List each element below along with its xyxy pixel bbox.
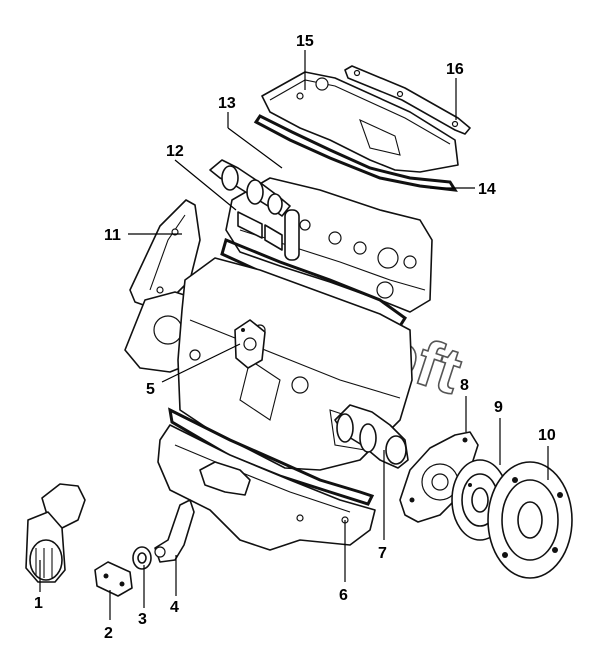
- callout-3: 3: [138, 611, 147, 628]
- callout-11: 11: [104, 227, 121, 244]
- callout-6: 6: [339, 587, 348, 604]
- part-15-valve-cover: [261, 71, 459, 173]
- callout-2: 2: [104, 625, 113, 642]
- leader-lines: [39, 50, 549, 620]
- part-13-14-cover-gasket: [253, 114, 458, 192]
- cam-carrier: [237, 211, 283, 251]
- callout-labels: 15 16 13 12 14 11 5 8 9 10 7 6 1 2 3 4: [34, 33, 556, 642]
- callout-7: 7: [378, 545, 387, 562]
- callout-12: 12: [166, 143, 184, 160]
- part-10-pressure-plate: [487, 461, 573, 579]
- part-2-bracket-plate: [94, 561, 133, 597]
- callout-10: 10: [538, 427, 556, 444]
- part-1-oil-pickup: [25, 483, 86, 583]
- callout-13: 13: [218, 95, 236, 112]
- callout-15: 15: [296, 33, 314, 50]
- callout-14: 14: [478, 181, 496, 198]
- part-5-oil-pump: [234, 319, 266, 369]
- callout-4: 4: [170, 599, 179, 616]
- callout-5: 5: [146, 381, 155, 398]
- part-16-gasket-strip: [344, 65, 471, 135]
- part-4-bracket: [154, 499, 195, 563]
- callout-1: 1: [34, 595, 43, 612]
- callout-9: 9: [494, 399, 503, 416]
- part-8-clutch-cover: [399, 431, 479, 523]
- part-12-camshaft: [209, 159, 300, 261]
- callout-16: 16: [446, 61, 464, 78]
- part-6-oil-sump: [157, 424, 376, 551]
- part-7-crankshaft: [334, 404, 409, 469]
- part-3-seal: [132, 546, 152, 570]
- callout-8: 8: [460, 377, 469, 394]
